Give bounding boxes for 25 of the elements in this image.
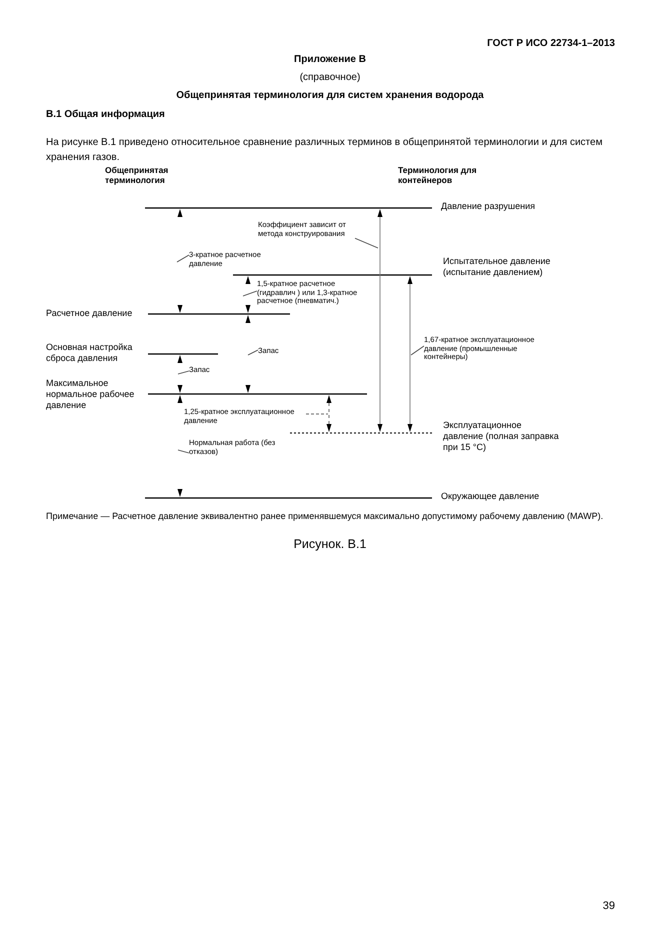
intro-paragraph: На рисунке В.1 приведено относительное сравнение различных терминов в общепринятой терминологии и для систем хранения газов. [46, 136, 604, 165]
leader-line [176, 254, 190, 262]
level-label: Окружающее давление [441, 491, 540, 502]
leader-line [248, 350, 258, 356]
column-heading: Терминология для контейнеров [398, 165, 478, 186]
figure-caption: Рисунок. В.1 [292, 537, 368, 552]
level-label: Эксплуатационное давление (полная заправка при 15 °C) [443, 420, 560, 452]
page-number: 39 [602, 900, 615, 914]
column-heading: Общепринятая терминология [105, 165, 170, 186]
level-label: Основная настройка сброса давления [46, 342, 134, 364]
leader-line [178, 450, 190, 454]
figure-note: Примечание — Расчетное давление эквивалентно ранее применявшемуся максимально допустимому рабочему давлению (MAWP). [46, 511, 604, 522]
leader-line [354, 238, 378, 248]
leader-line [178, 370, 190, 374]
leader-line [242, 290, 258, 296]
level-label: Испытательное давление (испытание давлением) [443, 256, 552, 278]
level-label: Максимальное нормальное рабочее давление [46, 378, 136, 410]
annex-heading: Приложение В [293, 54, 367, 66]
leader-line [410, 346, 424, 356]
level-label: Расчетное давление [46, 308, 134, 319]
level-label: Давление разрушения [441, 201, 536, 212]
annex-status: (справочное) [298, 72, 362, 84]
document-number: ГОСТ Р ИСО 22734-1–2013 [486, 38, 615, 50]
annex-title: Общепринятая терминология для систем хранения водорода [175, 90, 485, 102]
section-heading: В.1 Общая информация [46, 109, 166, 121]
